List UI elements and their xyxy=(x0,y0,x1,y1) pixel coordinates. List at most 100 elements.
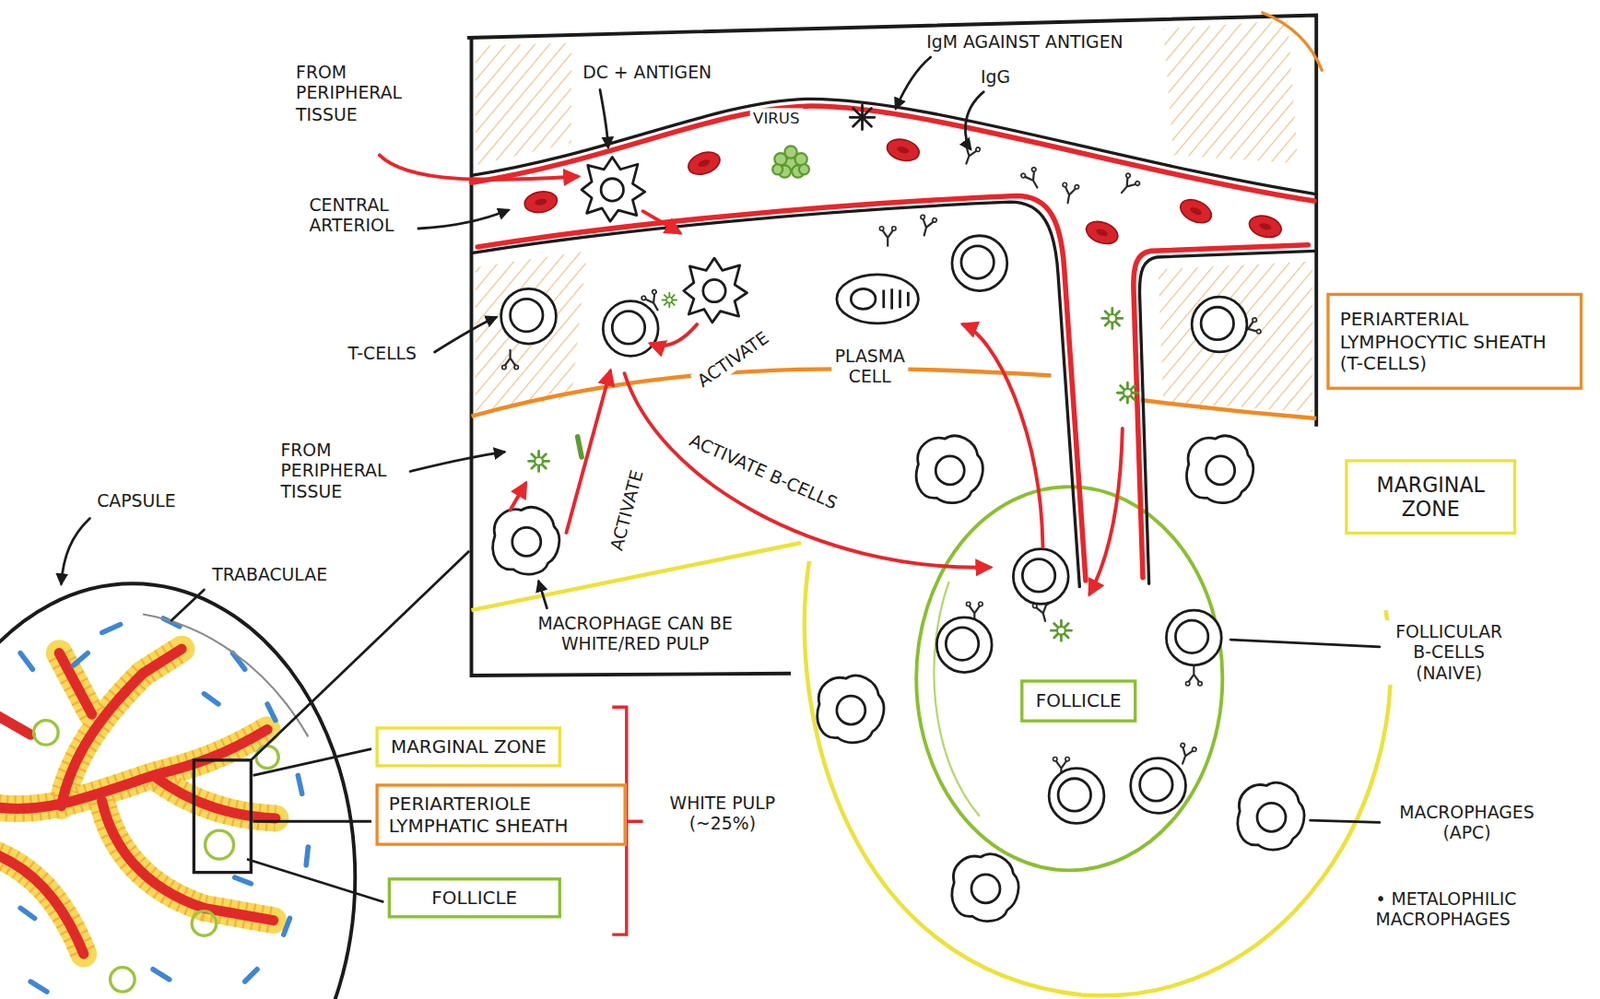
leader-arrow xyxy=(964,92,984,150)
red-blood-cell xyxy=(1247,212,1284,242)
spleen-inset xyxy=(0,583,355,999)
activation-arrow xyxy=(1089,428,1122,594)
box-label: MARGINAL ZONE xyxy=(390,735,547,758)
zone-box: FOLLICLE xyxy=(1020,679,1137,722)
macrophage xyxy=(1187,435,1254,504)
virus-particle xyxy=(577,436,582,458)
activation-arrow xyxy=(650,324,697,346)
annotation-text: CENTRAL ARTERIOL xyxy=(305,193,398,237)
annotation-text: TRABACULAE xyxy=(209,563,330,587)
annotation-text: FROM PERIPHERAL TISSUE xyxy=(277,438,390,504)
leader-arrow xyxy=(60,517,90,584)
lymphocyte xyxy=(952,235,1008,292)
virus-particle xyxy=(784,145,797,158)
spleen-pulp xyxy=(20,618,308,992)
leader-arrow xyxy=(1230,639,1380,648)
leader-arrow xyxy=(1310,820,1380,823)
zone-hatching xyxy=(1158,260,1313,412)
virus-particle xyxy=(849,105,875,130)
lymphocyte xyxy=(1165,610,1222,666)
box-label: MARGINAL ZONE xyxy=(1376,472,1485,522)
follicle-boundary xyxy=(916,486,1223,871)
spleen-inset xyxy=(0,583,355,999)
leader-arrow xyxy=(171,589,204,621)
antibody xyxy=(1020,166,1045,192)
leader-arrow xyxy=(600,89,609,147)
virus-particle xyxy=(1117,382,1138,403)
spleen-inset xyxy=(193,760,251,873)
leader-arrow xyxy=(418,210,508,229)
spleen-pulp xyxy=(0,613,308,992)
antibody xyxy=(1115,172,1141,199)
central-arteriole xyxy=(470,201,1080,587)
annotation-text: WHITE PULP (~25%) xyxy=(653,791,793,836)
annotation-text: ACTIVATE xyxy=(603,464,649,556)
macrophage xyxy=(952,854,1019,922)
red-blood-cell xyxy=(884,135,922,165)
pals-boundary xyxy=(470,368,1051,417)
annotation-text: MACROPHAGE CAN BE WHITE/RED PULP xyxy=(532,611,739,656)
panel-frame xyxy=(470,37,791,676)
virus-particle xyxy=(1102,307,1123,329)
lymphocyte xyxy=(936,617,992,673)
lymphocyte xyxy=(1012,549,1069,605)
annotation-text: MACROPHAGES (APC) xyxy=(1384,800,1549,845)
macrophage xyxy=(817,675,884,743)
leader-arrow xyxy=(60,57,1379,823)
plasma-cell xyxy=(836,274,919,324)
red-blood-cell xyxy=(684,148,723,179)
leader-arrow xyxy=(895,57,931,108)
annotation-text: IgM AGAINST ANTIGEN xyxy=(923,30,1127,54)
central-arteriole xyxy=(470,98,1314,587)
virus-particle xyxy=(799,164,810,175)
virus-particle xyxy=(529,105,1139,641)
macrophage xyxy=(1237,782,1305,850)
zone-hatching xyxy=(1163,20,1298,164)
panel-frame xyxy=(467,15,1317,676)
virus-particle xyxy=(772,145,810,177)
central-arteriole xyxy=(1140,250,1315,584)
leader-arrow xyxy=(435,317,496,353)
lymphocyte xyxy=(501,235,1248,824)
box-label: FOLLICLE xyxy=(1035,689,1122,712)
annotation-text: T-CELLS xyxy=(344,341,420,365)
spleen-pulp xyxy=(0,648,276,954)
inset-leader-line xyxy=(247,858,384,903)
spleen-inset xyxy=(205,830,235,859)
activation-arrow xyxy=(963,324,1043,547)
zone-hatching xyxy=(475,20,1313,412)
macrophage xyxy=(493,506,560,575)
follicle-boundary xyxy=(933,581,979,817)
inset-leader-line xyxy=(253,749,372,777)
lymphocyte xyxy=(501,288,557,344)
annotation-text: IgG xyxy=(977,65,1014,89)
plasma-cell xyxy=(850,288,876,309)
spleen-pulp xyxy=(34,720,59,746)
lymphocyte xyxy=(1048,768,1105,824)
virus-particle xyxy=(772,164,783,175)
antibody xyxy=(879,226,896,247)
spleen-pulp xyxy=(256,745,279,768)
lymphocyte xyxy=(602,301,659,357)
dendritic-cell xyxy=(683,258,748,323)
activation-arrow xyxy=(624,373,990,567)
activation-arrow xyxy=(379,154,578,180)
antibody xyxy=(916,214,938,238)
antibody xyxy=(1059,182,1080,205)
annotation-text: FROM PERIPHERAL TISSUE xyxy=(293,60,406,126)
annotation-text: ACTIVATE B-CELLS xyxy=(682,427,844,517)
annotation-text: PLASMA CELL xyxy=(831,344,908,389)
marginal-zone-boundary xyxy=(470,542,1390,996)
box-label: FOLLICLE xyxy=(431,886,518,909)
annotation-text: VIRUS xyxy=(750,107,803,129)
spleen-pulp xyxy=(191,911,217,937)
spleen-inset xyxy=(0,583,355,999)
antibody xyxy=(1175,742,1198,767)
zone-box: PERIARTERIAL LYMPHOCYTIC SHEATH (T-CELLS… xyxy=(1326,293,1583,390)
antibody xyxy=(1186,666,1203,686)
annotation-text: ACTIVATE xyxy=(690,324,777,394)
leader-arrow xyxy=(410,451,505,471)
pals-boundary xyxy=(1141,400,1317,419)
activation-arrow xyxy=(510,483,527,511)
